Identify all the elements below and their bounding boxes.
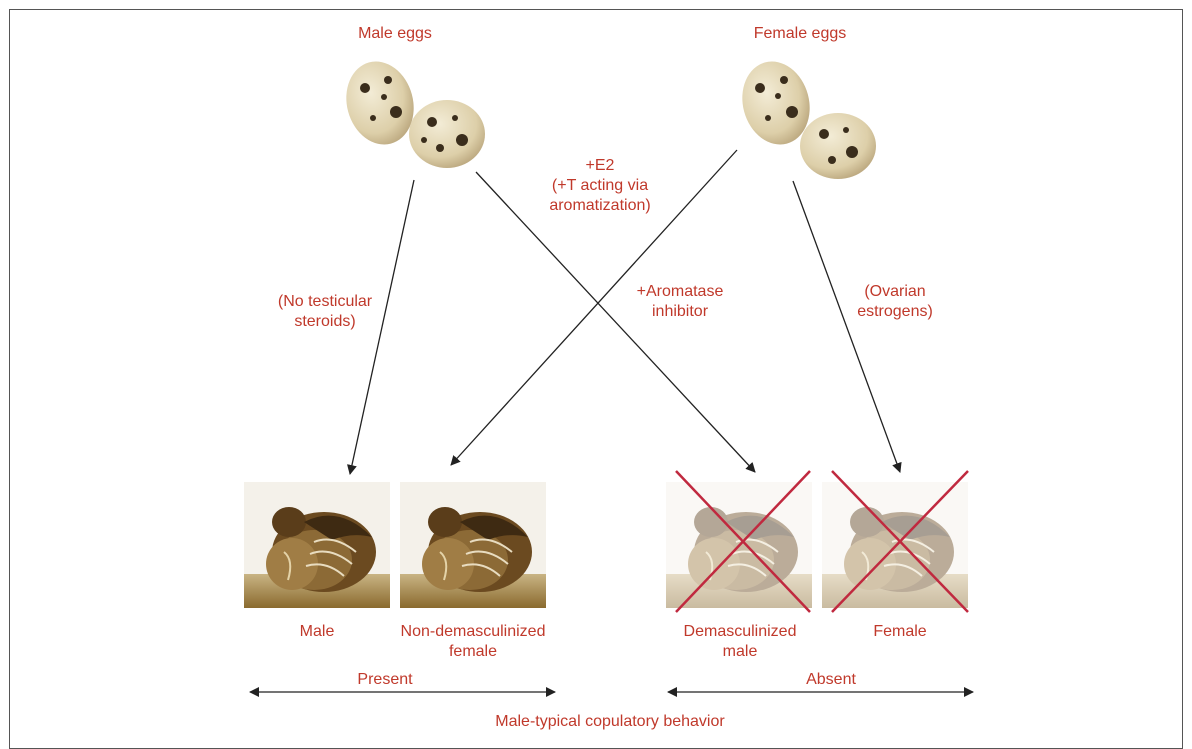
arrow-male-to-demasculinized: [476, 172, 755, 472]
male-eggs-image: [337, 54, 485, 168]
arrow-female-to-female: [793, 181, 900, 472]
aromatase-inhibitor-label: +Aromatase inhibitor: [605, 282, 755, 322]
present-label: Present: [330, 670, 440, 690]
outcome-label-male: Male: [260, 622, 374, 642]
female-eggs-image: [733, 54, 876, 179]
e2-treatment-label: +E2 (+T acting via aromatization): [530, 156, 670, 216]
female-eggs-title: Female eggs: [720, 24, 880, 44]
outcome-label-female: Female: [840, 622, 960, 642]
absent-label: Absent: [776, 670, 886, 690]
nondemasculinized-female-quail-photo: [400, 482, 546, 608]
male-control-treatment-label: (No testicular steroids): [255, 292, 395, 332]
outcome-label-nondemasculinized-female: Non-demasculinized female: [385, 622, 561, 662]
male-eggs-title: Male eggs: [320, 24, 470, 44]
male-quail-photo: [244, 482, 390, 608]
female-control-treatment-label: (Ovarian estrogens): [830, 282, 960, 322]
outcome-label-demasculinized-male: Demasculinized male: [660, 622, 820, 662]
behavior-caption: Male-typical copulatory behavior: [430, 712, 790, 732]
